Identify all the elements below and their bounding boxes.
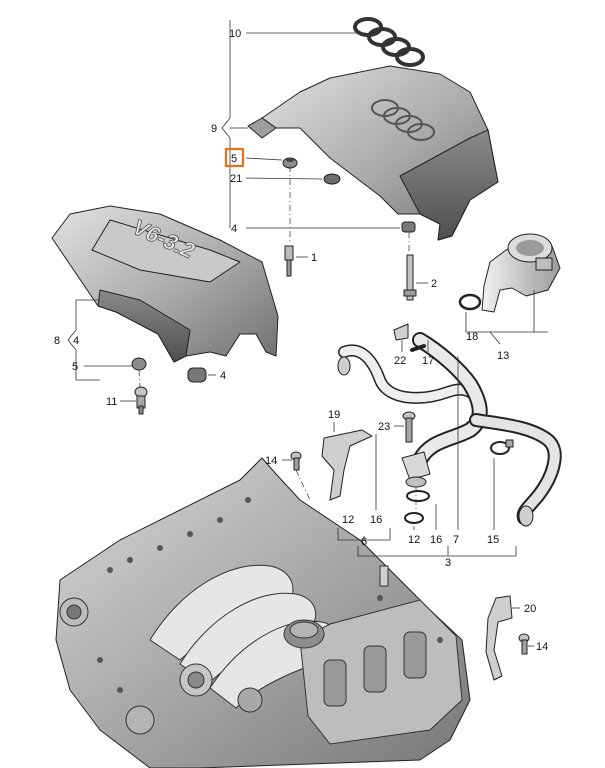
callout-13: 13 (497, 350, 509, 362)
callout-4-grommet: 4 (220, 370, 226, 382)
callout-3: 3 (445, 557, 451, 569)
rings-emblem-on-cover (371, 99, 435, 141)
crankcase-vent-valve (481, 233, 561, 313)
highlight-box (224, 147, 245, 168)
rubber-buffer-21 (323, 173, 341, 185)
bolt-14-upper (290, 451, 302, 471)
bracket-20 (485, 595, 513, 681)
grommet-5-left (131, 357, 147, 371)
callout-12-right: 12 (408, 534, 420, 546)
hose-end-fittings (337, 356, 534, 527)
grommet-4-left (187, 367, 207, 383)
callout-18: 18 (466, 331, 478, 343)
grommet-4-upper (401, 221, 416, 233)
callout-23: 23 (378, 421, 390, 433)
callout-11: 11 (106, 396, 117, 408)
callout-2: 2 (431, 278, 437, 290)
callout-8: 8 (54, 335, 60, 347)
callout-7: 7 (453, 534, 459, 546)
callout-21: 21 (230, 173, 242, 185)
bolt-23 (402, 411, 416, 443)
upper-engine-cover (247, 65, 499, 241)
callout-6: 6 (361, 536, 367, 548)
clip-22 (393, 323, 409, 341)
left-engine-cover: V6-3.2 (51, 205, 279, 363)
callout-10: 10 (229, 28, 241, 40)
callout-17: 17 (422, 355, 434, 367)
callout-5-left: 5 (72, 361, 78, 373)
callout-12-left: 12 (342, 514, 354, 526)
callout-1: 1 (311, 252, 317, 264)
callout-15: 15 (487, 534, 499, 546)
bolt-1-upper (284, 245, 294, 277)
callout-20: 20 (524, 603, 536, 615)
stud-bolt-2 (403, 254, 417, 301)
o-ring-16 (406, 490, 430, 502)
rings-emblem (353, 17, 425, 67)
bolt-14-lower (518, 633, 530, 655)
callout-4-left: 4 (73, 335, 79, 347)
clip-12 (404, 512, 424, 524)
bolt-11 (134, 386, 148, 415)
hose-clamp-15 (490, 439, 514, 455)
callout-4-upper: 4 (231, 223, 237, 235)
callout-16-left: 16 (370, 514, 382, 526)
grommet-5-upper (282, 157, 298, 169)
bracket-19 (321, 429, 373, 501)
callout-14-upper: 14 (265, 455, 277, 467)
leader-lines (67, 20, 548, 647)
o-ring-18 (458, 293, 482, 311)
callout-9: 9 (211, 123, 217, 135)
callout-19: 19 (328, 409, 340, 421)
callout-5-upper: 5 (231, 153, 237, 165)
callout-16-right: 16 (430, 534, 442, 546)
engine-block (55, 457, 471, 768)
callout-14-lower: 14 (536, 641, 548, 653)
callout-22: 22 (394, 355, 406, 367)
callout-labels: 10 9 5 21 4 1 2 8 4 5 4 11 18 13 22 17 1… (54, 28, 548, 653)
